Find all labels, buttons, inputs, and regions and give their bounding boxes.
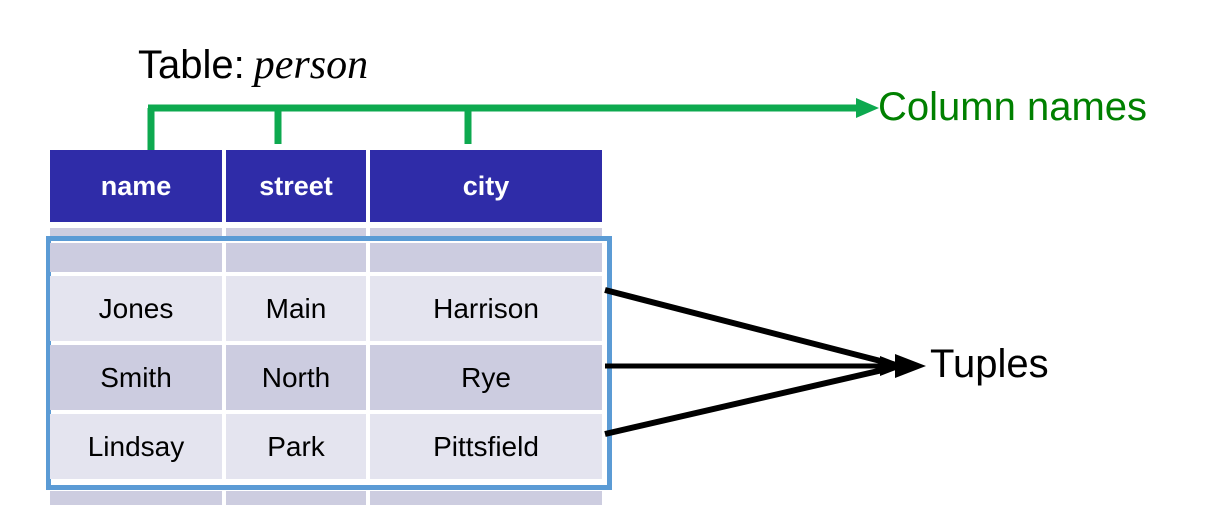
table-row[interactable]: Lindsay Park Pittsfield	[50, 414, 602, 479]
bottom-strip-cell-city	[370, 491, 602, 505]
tuples-annotation-label: Tuples	[930, 342, 1049, 386]
column-header-name: name	[50, 150, 222, 222]
spacer-cell-street	[226, 243, 366, 272]
table-row[interactable]: Jones Main Harrison	[50, 276, 602, 341]
cell-street: Park	[226, 414, 366, 479]
table-body: Jones Main Harrison Smith North Rye Lind…	[50, 243, 602, 479]
column-header-city: city	[370, 150, 602, 222]
header-underline-strip	[50, 228, 602, 239]
title-label-text: Table:	[138, 43, 245, 87]
table-row-spacer	[50, 243, 602, 272]
cell-name: Smith	[50, 345, 222, 410]
strip-cell-name	[50, 228, 222, 239]
title-table-name: person	[253, 42, 369, 88]
cell-city: Rye	[370, 345, 602, 410]
cell-city: Harrison	[370, 276, 602, 341]
column-header-street: street	[226, 150, 366, 222]
spacer-cell-city	[370, 243, 602, 272]
bottom-strip-cell-street	[226, 491, 366, 505]
page-title: Table:person	[138, 44, 368, 86]
table-row[interactable]: Smith North Rye	[50, 345, 602, 410]
spacer-cell-name	[50, 243, 222, 272]
cell-street: Main	[226, 276, 366, 341]
strip-cell-street	[226, 228, 366, 239]
cell-street: North	[226, 345, 366, 410]
bottom-strip-cell-name	[50, 491, 222, 505]
column-names-annotation-label: Column names	[878, 85, 1148, 129]
cell-city: Pittsfield	[370, 414, 602, 479]
strip-cell-city	[370, 228, 602, 239]
table-bottom-strip	[50, 491, 602, 505]
table-header-row: name street city	[50, 150, 602, 222]
cell-name: Jones	[50, 276, 222, 341]
cell-name: Lindsay	[50, 414, 222, 479]
